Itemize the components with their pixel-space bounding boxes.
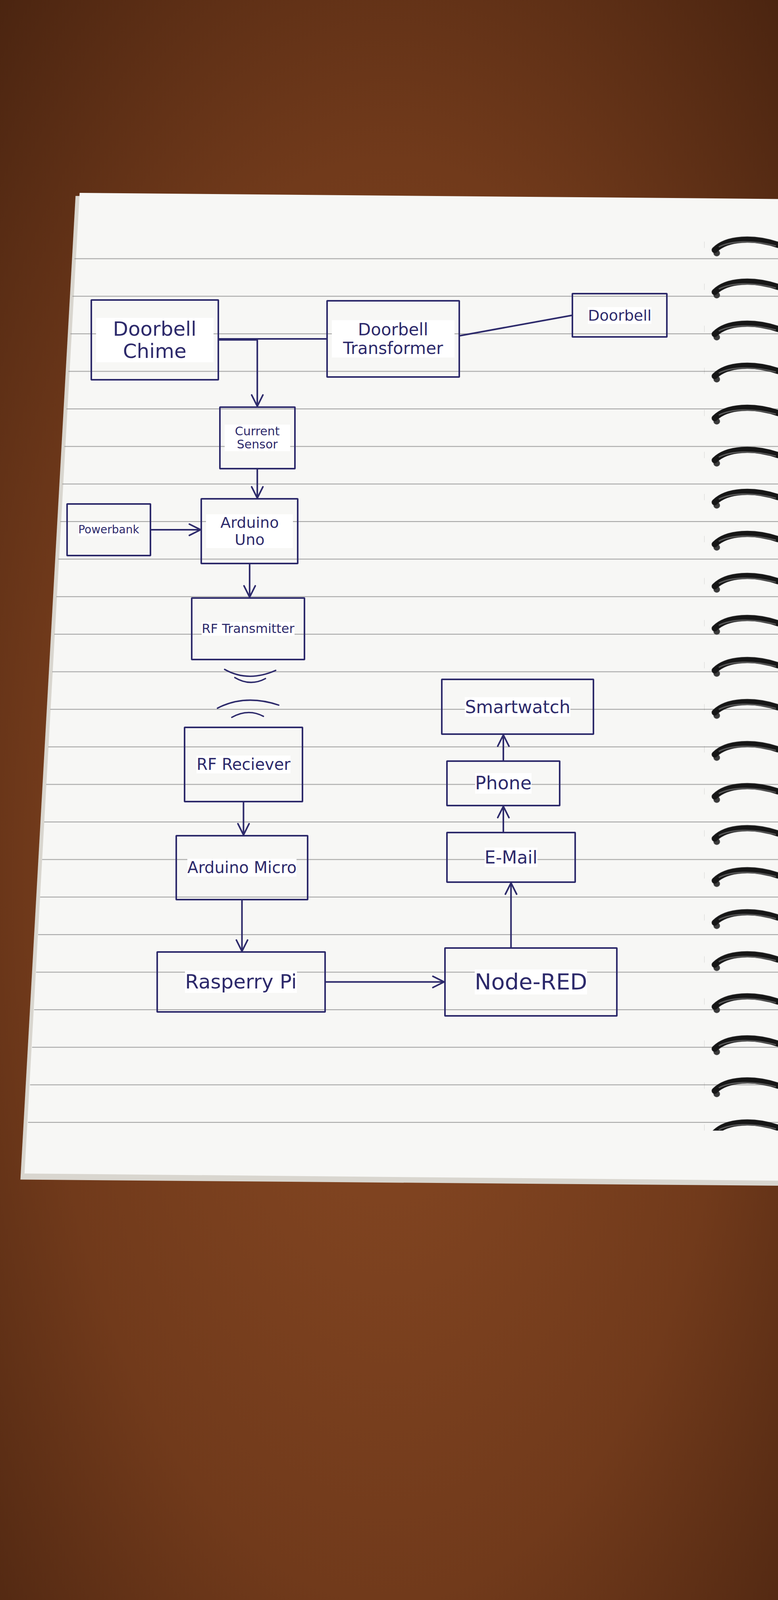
process-box: RF Transmitter [190,597,306,661]
arrow-connector [502,735,505,761]
process-box: Node-RED [444,947,618,1017]
arrow-connector [248,564,251,597]
box-label: Doorbell [587,307,652,325]
box-label: RF Reciever [196,755,291,774]
process-box: E-Mail [446,831,576,884]
box-label: Arduino Uno [206,514,293,549]
arrow-connector [502,806,505,832]
process-box: Doorbell [571,292,668,338]
box-label: Phone [475,773,532,794]
radio-wave [217,700,279,709]
radio-waves [217,669,279,718]
arrow-connector [510,883,512,948]
arrow-connector [325,981,445,983]
ruled-lines [27,257,778,1131]
box-label: Doorbell Chime [96,317,214,363]
process-box: Rasperry Pi [156,951,326,1013]
process-box: Phone [446,760,561,807]
page-edges [20,196,778,1187]
arrow-connector [256,469,259,499]
arrow-connector [241,900,243,952]
process-box: Powerbank [66,503,151,557]
box-label: Powerbank [78,523,140,536]
notebook-page [24,192,778,1181]
box-label: Node-RED [474,969,588,995]
process-box: Arduino Micro [175,835,309,901]
wire [460,315,572,336]
box-label: Rasperry Pi [184,970,297,994]
box-label: Arduino Micro [187,858,297,877]
process-box: Smartwatch [440,678,595,735]
process-box: RF Reciever [183,726,304,803]
arrow-connector [219,340,258,407]
radio-wave [224,669,276,677]
process-box: Doorbell Transformer [326,300,461,378]
spiral-binding [704,232,778,1131]
radio-wave [231,712,264,718]
box-label: E-Mail [484,847,538,868]
process-box: Current Sensor [219,406,296,470]
process-box: Doorbell Chime [90,299,220,382]
arrow-connector [151,529,201,531]
box-label: Smartwatch [464,697,571,717]
arrow-connector [242,802,245,836]
box-label: RF Transmitter [201,622,295,637]
box-label: Current Sensor [224,424,291,452]
process-box: Arduino Uno [200,498,299,565]
radio-wave [234,677,266,683]
box-label: Doorbell Transformer [331,320,455,358]
